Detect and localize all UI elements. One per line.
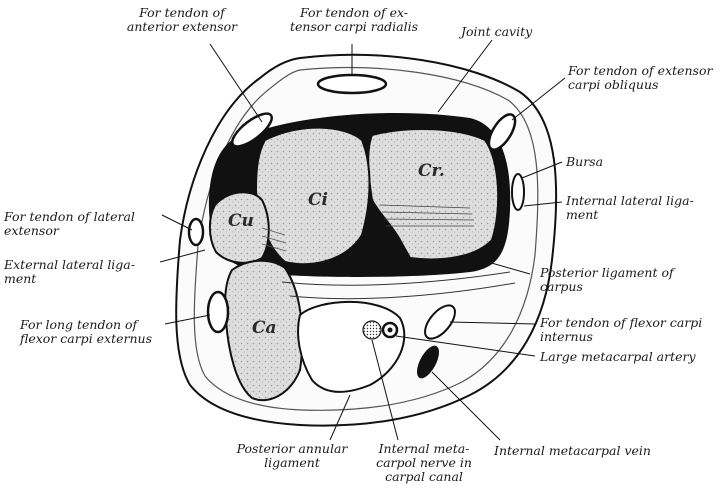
label-internal-lateral-ligament: Internal lateral liga- ment — [566, 194, 694, 222]
bone-label-ca: Ca — [252, 318, 277, 338]
bursa-shape — [512, 174, 524, 210]
label-lateral-extensor: For tendon of lateral extensor — [4, 210, 135, 238]
label-anterior-extensor: For tendon of anterior extensor — [112, 6, 252, 34]
label-internal-metacarpal-nerve: Internal meta- carpol nerve in carpal ca… — [362, 442, 486, 484]
tendon-flexor-carpi-externus — [208, 292, 228, 332]
internal-metacarpal-nerve — [363, 321, 381, 339]
large-metacarpal-artery-lumen — [388, 328, 393, 333]
bone-label-ci: Ci — [308, 190, 328, 210]
label-joint-cavity: Joint cavity — [461, 25, 532, 39]
tendon-ext-carpi-radialis — [318, 75, 386, 93]
label-large-metacarpal-artery: Large metacarpal artery — [540, 350, 696, 364]
label-ext-carpi-obliquus: For tendon of extensor carpi obliquus — [568, 64, 712, 92]
bone-label-cu: Cu — [228, 211, 254, 231]
label-posterior-ligament-carpus: Posterior ligament of carpus — [540, 266, 674, 294]
label-internal-metacarpal-vein: Internal metacarpal vein — [494, 444, 651, 458]
tendon-lateral-extensor — [189, 219, 203, 245]
bone-label-cr: Cr. — [418, 161, 445, 181]
label-flexor-carpi-externus: For long tendon of flexor carpi externus — [20, 318, 152, 346]
label-bursa: Bursa — [566, 155, 603, 169]
label-flexor-carpi-internus: For tendon of flexor carpi internus — [540, 316, 702, 344]
label-external-lateral-ligament: External lateral liga- ment — [4, 258, 135, 286]
label-posterior-annular-ligament: Posterior annular ligament — [222, 442, 362, 470]
label-ext-carpi-radialis: For tendon of ex- tensor carpi radialis — [274, 6, 434, 34]
